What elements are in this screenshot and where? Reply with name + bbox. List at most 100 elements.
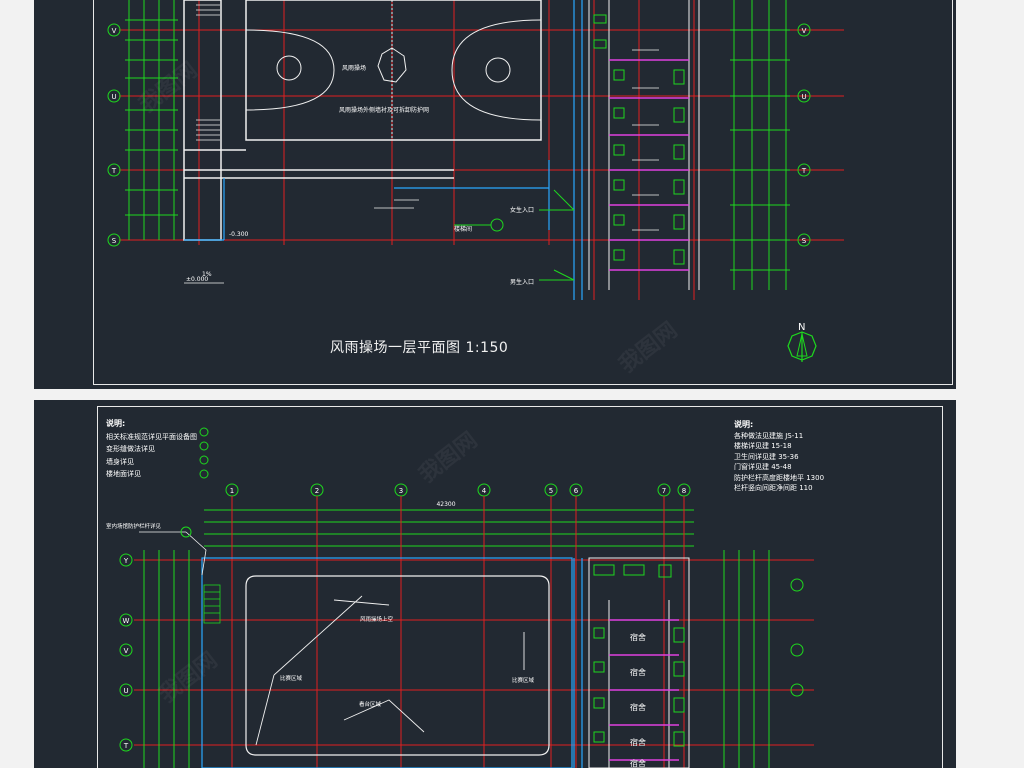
- axis-label-v: V: [112, 27, 117, 35]
- bottom-drawing-frame: [97, 406, 943, 768]
- second-floor-plan: 1 2 3 4 5 6 7 8 42300 Y W V: [106, 427, 814, 768]
- column-axis-labels: 1 2 3 4 5 6 7 8: [230, 487, 686, 495]
- axis-bubble-labels-right: V U T S: [801, 27, 807, 245]
- top-drawing-sheet: V U T S V U T S: [34, 0, 956, 389]
- axis-bubble-labels-left: V U T S: [111, 27, 117, 245]
- column-axis-label: 3: [399, 487, 403, 495]
- dorm-room-label: 宿舍: [630, 758, 646, 768]
- dorm-room-label: 宿舍: [630, 632, 646, 642]
- room-labels: 宿舍 宿舍 宿舍 宿舍 宿舍: [630, 632, 646, 768]
- notes-right-heading: 说明:: [734, 420, 754, 429]
- dorm-room-label: 宿舍: [630, 667, 646, 677]
- column-axis-label: 1: [230, 487, 234, 495]
- dormitory-fixtures: [593, 14, 685, 265]
- dormitory-partitions-bottom: [609, 619, 679, 761]
- row-axis-label: Y: [123, 557, 129, 565]
- left-dimensions-bottom: [143, 550, 190, 768]
- sightlines: [255, 595, 525, 746]
- stair-bottom: [203, 584, 221, 624]
- court-name-label: 风雨操场: [342, 64, 366, 72]
- column-axis-label: 4: [482, 487, 487, 495]
- column-axis-label: 7: [662, 487, 666, 495]
- male-entrance-label: 男生入口: [510, 278, 534, 286]
- notes-right: 说明: 各种做法见建施 JS-11 楼梯详见建 15-18 卫生间详见建 35-…: [734, 420, 824, 494]
- notes-left: 说明: 相关标准规范详见平面设备图 变形缝做法详见 墙身详见 楼地面详见: [106, 418, 197, 481]
- note-bullets: [199, 427, 209, 479]
- notes-right-line: 各种做法见建施 JS-11: [734, 431, 804, 440]
- axis-label-u: U: [111, 93, 116, 101]
- axis-label-v-right: V: [802, 27, 807, 35]
- wall-lines-blue: [184, 0, 583, 300]
- drawing-title: 风雨操场一层平面图 1:150: [330, 340, 509, 356]
- right-dimensions-bottom: [723, 550, 770, 768]
- column-axis-label: 8: [682, 487, 686, 495]
- walls-bottom: [201, 557, 583, 768]
- row-axis-label: V: [124, 647, 129, 655]
- elevation-minus-label: -0.300: [229, 231, 249, 238]
- dormitory-block-bottom: [588, 557, 690, 768]
- entrance-markers: [454, 189, 575, 281]
- row-axis-label: T: [123, 742, 129, 750]
- left-dimensions: [125, 0, 178, 240]
- female-entrance-label: 女生入口: [510, 206, 534, 214]
- column-axis-label: 2: [315, 487, 319, 495]
- notes-left-heading: 说明:: [106, 419, 126, 428]
- court-zone-label: 比赛区域: [512, 676, 535, 684]
- axis-label-u-right: U: [801, 93, 806, 101]
- dormitory-fixtures-bottom: [593, 564, 685, 747]
- row-axis-bubbles: [119, 553, 804, 752]
- dorm-room-label: 宿舍: [630, 737, 646, 747]
- notes-left-line: 楼地面详见: [106, 470, 141, 478]
- axis-grid-bottom: [134, 496, 814, 768]
- axis-bubbles-left: [107, 23, 121, 247]
- slope-label: 1%: [202, 271, 212, 278]
- right-dimensions: [730, 0, 790, 290]
- court-note-label: 风雨操场外侧墙衬及可拆卸防护网: [339, 106, 429, 114]
- notes-right-line: 门窗详见建 45-48: [734, 463, 792, 471]
- row-axis-label: U: [123, 687, 128, 695]
- row-axis-label: W: [123, 617, 130, 625]
- column-axis-label: 5: [549, 487, 553, 495]
- court-void: [245, 575, 550, 756]
- basketball-court: [245, 0, 542, 140]
- elevation-zero-label: ±0.000: [186, 276, 208, 283]
- court-walls: [183, 0, 542, 241]
- axis-label-s-right: S: [802, 237, 807, 245]
- dormitory-hatch: [632, 49, 659, 231]
- stair-left: [196, 0, 220, 141]
- court-zone-label: 比赛区域: [280, 674, 303, 682]
- dormitory-block: [588, 0, 700, 290]
- notes-right-line: 栏杆竖向间距净间距 110: [734, 484, 813, 492]
- column-axis-bubbles: [225, 483, 691, 497]
- top-drawing-frame: [93, 0, 953, 385]
- notes-right-line: 防护栏杆高度距楼地平 1300: [734, 473, 825, 482]
- notes-right-line: 卫生间详见建 35-36: [734, 452, 799, 461]
- overall-dimension-label: 42300: [436, 501, 455, 508]
- axis-label-s: S: [112, 237, 117, 245]
- notes-right-line: 楼梯详见建 15-18: [734, 442, 792, 450]
- callout-label: 室内场馆防护栏杆详见: [106, 522, 162, 530]
- callout-bubble-icon: [180, 526, 192, 538]
- notes-left-line: 变形缝做法详见: [106, 445, 155, 453]
- top-dimensions: [204, 509, 694, 547]
- axis-bubbles-right: [797, 23, 811, 247]
- stair-label: 楼梯间: [454, 225, 472, 233]
- court-void-label: 风雨操场上空: [360, 615, 394, 623]
- bottom-drawing-sheet: 说明: 相关标准规范详见平面设备图 变形缝做法详见 墙身详见 楼地面详见 说明:…: [34, 400, 956, 768]
- dorm-room-label: 宿舍: [630, 702, 646, 712]
- axis-label-t: T: [111, 167, 117, 175]
- axis-label-t-right: T: [801, 167, 807, 175]
- dormitory-partitions: [609, 59, 689, 271]
- notes-left-line: 墙身详见: [106, 457, 134, 466]
- callout-leader: [139, 531, 207, 576]
- north-label: N: [798, 322, 805, 333]
- column-axis-label: 6: [574, 487, 579, 495]
- notes-left-line: 相关标准规范详见平面设备图: [106, 432, 197, 441]
- court-zone-labels: 风雨操场上空 比赛区域 看台区域 比赛区域: [280, 615, 535, 708]
- elevation-markers: [184, 199, 419, 284]
- row-axis-labels: Y W V U T: [123, 557, 130, 750]
- plan-labels: 风雨操场 风雨操场外侧墙衬及可拆卸防护网 女生入口 男生入口 楼梯间 ±0.00…: [186, 64, 534, 286]
- north-arrow-icon: [787, 331, 817, 362]
- court-zone-label: 看台区域: [359, 700, 382, 708]
- first-floor-plan: V U T S V U T S: [107, 0, 844, 362]
